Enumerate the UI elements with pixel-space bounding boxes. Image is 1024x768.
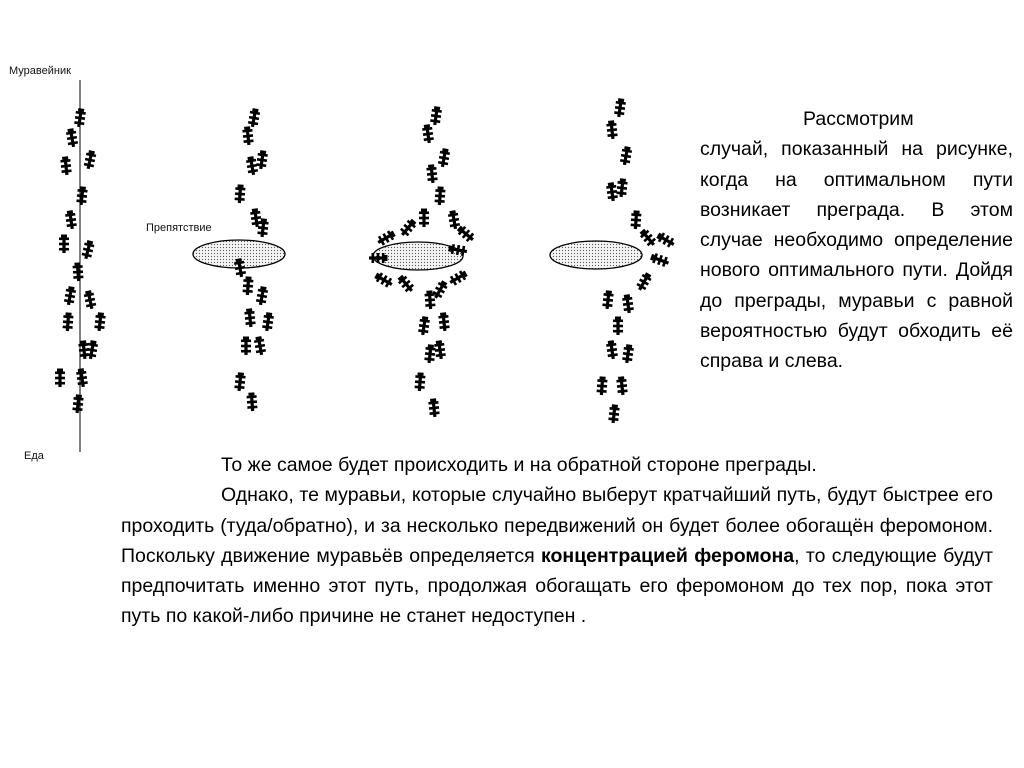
ant-icon bbox=[613, 316, 623, 335]
ant-icon bbox=[262, 312, 274, 332]
ant-icon bbox=[59, 234, 69, 253]
ant-icon bbox=[94, 312, 106, 332]
obstacle-ellipse bbox=[549, 240, 643, 270]
ant-icon bbox=[255, 286, 269, 306]
ant-icon bbox=[369, 253, 388, 263]
ant-icon bbox=[250, 208, 262, 228]
ant-icon bbox=[639, 228, 657, 247]
ant-column-1 bbox=[55, 108, 106, 414]
ant-icon bbox=[72, 262, 84, 282]
anthill-label: Муравейник bbox=[9, 65, 71, 77]
obstacle-label: Препятствие bbox=[146, 222, 212, 234]
ant-icon bbox=[256, 150, 268, 170]
ant-icon bbox=[242, 126, 254, 146]
ant-icon bbox=[419, 208, 429, 227]
ant-column-2 bbox=[233, 108, 274, 412]
ant-icon bbox=[76, 368, 88, 388]
ant-icon bbox=[245, 156, 259, 176]
ant-icon bbox=[397, 274, 415, 293]
ant-icon bbox=[622, 344, 634, 364]
ant-icon bbox=[418, 316, 430, 336]
ant-icon bbox=[76, 186, 88, 206]
ant-icon bbox=[448, 243, 468, 257]
right-paragraph-lead: Рассмотрим bbox=[803, 108, 914, 130]
right-paragraph: Рассмотрим случай, показанный на рисунке,… bbox=[700, 104, 1013, 377]
ant-icon bbox=[434, 186, 446, 206]
ant-icon bbox=[65, 128, 79, 148]
ant-icon bbox=[74, 108, 86, 128]
ant-icon bbox=[449, 270, 468, 286]
ant-icon bbox=[246, 392, 258, 412]
ant-icon bbox=[377, 230, 396, 246]
ant-icon bbox=[430, 106, 442, 126]
ant-icon bbox=[619, 146, 633, 166]
ant-icon bbox=[426, 164, 438, 184]
ant-icon bbox=[428, 398, 440, 418]
ant-icon bbox=[424, 290, 436, 310]
ant-icon bbox=[85, 340, 99, 360]
ant-icon bbox=[606, 182, 618, 202]
ant-column-3 bbox=[369, 106, 475, 418]
ant-icon bbox=[606, 340, 618, 360]
ant-icon bbox=[62, 312, 74, 332]
ant-icon bbox=[422, 124, 434, 144]
bottom-paragraph-part2: , то следующие будут предпочитать именно… bbox=[121, 544, 993, 628]
bottom-paragraph-line1: То же самое будет происходить и на обрат… bbox=[221, 454, 817, 476]
ant-icon bbox=[602, 290, 614, 310]
ant-icon bbox=[636, 272, 652, 291]
ant-icon bbox=[60, 156, 72, 176]
ant-icon bbox=[72, 394, 84, 414]
ant-icon bbox=[233, 258, 247, 278]
ant-icon bbox=[83, 290, 97, 310]
ant-icon bbox=[247, 108, 261, 128]
ant-icon bbox=[253, 336, 267, 356]
ant-icon bbox=[81, 240, 95, 260]
bottom-paragraph: То же самое будет происходить и на обрат… bbox=[121, 450, 993, 632]
bottom-paragraph-part1: Однако, те муравьи, которые случайно выб… bbox=[121, 484, 993, 567]
ant-icon bbox=[234, 184, 246, 204]
ant-icon bbox=[244, 308, 256, 328]
ant-icon bbox=[374, 272, 393, 288]
ant-icon bbox=[616, 178, 628, 198]
ant-icon bbox=[65, 210, 77, 230]
ant-icon bbox=[614, 98, 626, 118]
ant-icon bbox=[630, 210, 642, 230]
ant-icon bbox=[78, 340, 90, 360]
ant-column-4 bbox=[596, 98, 675, 424]
ant-icon bbox=[242, 276, 254, 296]
ant-icon bbox=[234, 372, 246, 392]
food-label: Еда bbox=[24, 450, 45, 462]
ant-icon bbox=[656, 232, 675, 248]
ant-icon bbox=[606, 120, 618, 140]
ant-icon bbox=[608, 404, 620, 424]
ant-icon bbox=[616, 376, 628, 396]
ant-icon bbox=[447, 210, 461, 230]
ant-icon bbox=[432, 280, 448, 299]
ant-icon bbox=[456, 225, 475, 243]
ant-icon bbox=[596, 376, 608, 396]
ant-icon bbox=[83, 150, 97, 170]
right-paragraph-body: случай, показанный на рисунке, когда на … bbox=[700, 138, 1013, 373]
ant-icon bbox=[650, 253, 670, 267]
ant-icon bbox=[622, 294, 634, 314]
ant-icon bbox=[438, 312, 450, 332]
ant-icon bbox=[63, 286, 77, 306]
ant-icon bbox=[257, 218, 269, 238]
ant-icon bbox=[399, 218, 417, 237]
ant-icon bbox=[241, 336, 251, 355]
ant-icon bbox=[424, 344, 436, 364]
ant-icon bbox=[434, 340, 446, 360]
ant-icon bbox=[55, 368, 65, 387]
bottom-paragraph-bold: концентрацией феромона bbox=[541, 544, 795, 567]
ant-icon bbox=[414, 372, 426, 392]
ant-icon bbox=[437, 148, 451, 168]
